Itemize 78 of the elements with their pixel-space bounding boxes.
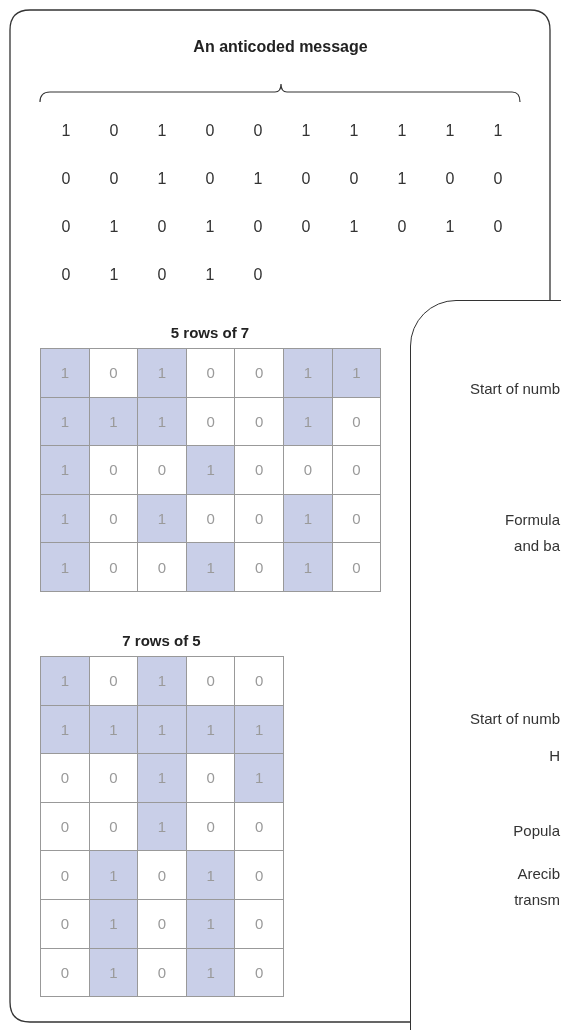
panel-text: Arecib transm [513,864,560,910]
binary-digit: 1 [204,266,216,284]
binary-digit: 0 [60,170,72,188]
binary-digit: 1 [348,122,360,140]
binary-digit: 1 [492,122,504,140]
grid-cell: 1 [40,348,90,398]
binary-digit: 0 [300,218,312,236]
binary-digit: 1 [396,170,408,188]
binary-digit: 1 [60,122,72,140]
grid-cell: 1 [331,348,382,398]
binary-digit: 0 [156,218,168,236]
binary-digit: 1 [108,266,120,284]
panel-text: Start of numb [469,379,560,399]
binary-digit: 0 [156,266,168,284]
grid-cell: 1 [283,542,333,592]
binary-digit: 0 [204,170,216,188]
binary-digit: 0 [108,122,120,140]
grid-cell: 1 [185,542,236,592]
grid-cell: 1 [40,704,90,755]
grid-cell: 1 [185,445,236,495]
grid-cell: 1 [137,656,187,706]
binary-digit: 0 [60,218,72,236]
grid-cell: 1 [137,801,187,852]
binary-digit: 1 [348,218,360,236]
grid-heading: 7 rows of 5 [121,632,202,649]
panel-text: Formula and ba [504,510,560,556]
binary-digit: 0 [60,266,72,284]
binary-digit: 0 [252,266,264,284]
grid-cell: 1 [137,396,187,447]
grid-cell: 1 [283,493,333,544]
grid-cell: 1 [137,348,187,398]
binary-digit: 0 [492,170,504,188]
binary-digit: 0 [300,170,312,188]
grid-cell: 1 [40,493,90,544]
grid-cell: 1 [88,947,139,998]
binary-digit: 1 [156,122,168,140]
grid-cell: 1 [137,493,187,544]
grid-cell: 1 [88,899,139,949]
grid-cell: 1 [234,704,284,755]
grid-cell: 1 [88,704,139,755]
binary-digit: 0 [252,218,264,236]
grid-cell: 1 [283,396,333,447]
binary-digit: 0 [396,218,408,236]
grid-cell: 1 [283,348,333,398]
binary-digit: 0 [492,218,504,236]
title: An anticoded message [192,38,369,56]
grid-cell: 1 [137,704,187,755]
grid-cell: 1 [40,445,90,495]
grid-cell: 1 [88,396,139,447]
grid-cell: 1 [185,850,236,900]
grid-cell: 1 [185,704,236,755]
grid-heading: 5 rows of 7 [169,324,251,341]
panel-text: H [549,746,560,766]
binary-digit: 0 [204,122,216,140]
grid-cell: 1 [40,656,90,706]
grid-cell: 1 [88,850,139,900]
grid-cell: 1 [185,899,236,949]
grid-cell: 1 [40,396,90,447]
binary-digit: 0 [444,170,456,188]
grid-cell: 1 [40,542,90,592]
binary-digit: 1 [396,122,408,140]
binary-digit: 1 [156,170,168,188]
binary-digit: 0 [348,170,360,188]
binary-digit: 1 [444,122,456,140]
binary-digit: 1 [108,218,120,236]
grid-cell: 1 [185,947,236,998]
panel-text: Popula [513,821,560,841]
binary-digit: 0 [108,170,120,188]
grid-cell: 1 [137,753,187,803]
grid-cell: 0 [331,542,382,592]
panel-text: Start of numb [469,709,560,729]
binary-digit: 1 [204,218,216,236]
binary-digit: 0 [252,122,264,140]
binary-digit: 1 [300,122,312,140]
grid-cell: 1 [234,753,284,803]
grid-cell: 0 [234,947,284,998]
binary-digit: 1 [252,170,264,188]
binary-digit: 1 [444,218,456,236]
